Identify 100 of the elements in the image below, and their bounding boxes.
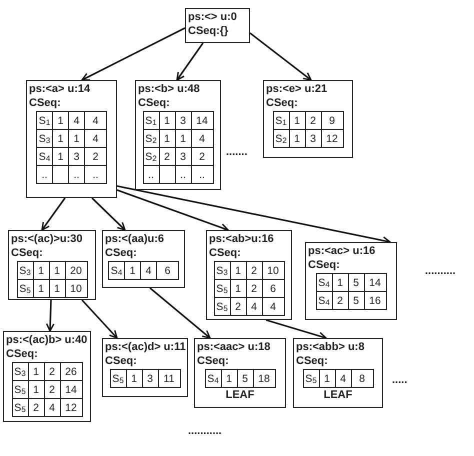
table-cell: 1 [49,262,65,280]
table-cell: 14 [60,380,82,398]
table-cell: 4 [191,130,213,148]
arrow [266,319,327,340]
table-cell: S$_{2}$ [143,130,159,148]
arrow [91,197,126,231]
table-cell: 2 [246,280,262,298]
table-cell: 1 [52,130,68,148]
table-cell: 1 [28,362,44,380]
cseq-label: CSeq: [308,258,341,272]
table-cell: 3 [68,148,84,166]
table-cell: 14 [191,112,213,130]
node-heading: ps:<a> u:14 [29,82,92,96]
arrow [41,198,66,231]
table-cell: 1 [49,280,65,298]
table-cell: S$_{4}$ [108,262,124,280]
table-cell: 2 [28,398,44,416]
cseq-label: CSeq: [296,354,329,368]
table-cell: 8 [351,370,373,388]
leaf-label: LEAF [224,388,256,402]
table-cell: S$_{1}$ [273,112,289,130]
table-cell: 26 [60,362,82,380]
node-heading: ps:<(aa)u:6 [105,232,165,246]
table-cell: S$_{5}$ [12,398,28,416]
table-cell: 1 [28,380,44,398]
table-cell: 2 [332,292,348,310]
cseq-label: CSeq: [138,96,171,110]
node-box [102,230,185,288]
node-heading: ps:<aac> u:18 [197,340,272,354]
table-cell: 1 [289,130,305,148]
table-cell: 14 [364,274,386,292]
node-heading: ps:<(ac)>u:30 [11,232,84,246]
table-cell: 1 [289,112,305,130]
table-cell: S$_{4}$ [205,370,221,388]
arrow [46,300,55,332]
table-cell: 10 [65,280,87,298]
table-cell: S$_{4}$ [36,148,52,166]
table-cell: 6 [262,280,284,298]
table-cell: S$_{5}$ [214,298,230,316]
node-box [3,331,91,422]
cseq-label: CSeq: [105,246,138,260]
table-cell: 2 [230,298,246,316]
ellipsis-dots: .......... [425,265,456,277]
node-box [263,80,353,158]
table-cell: 1 [175,130,191,148]
table-cell: 1 [159,130,175,148]
table-cell: 4 [84,130,106,148]
node-box [206,230,292,320]
ellipsis-dots: ........... [188,425,222,437]
node-heading: ps:<> u:0 [188,10,238,24]
arrow [176,42,204,81]
node-heading: ps:<ab>u:16 [209,232,275,246]
table-cell: S$_{3}$ [17,262,33,280]
table-cell: 3 [142,370,158,388]
table-cell: S$_{3}$ [36,130,52,148]
cseq-label: CSeq: [197,354,230,368]
table-cell: 2 [159,148,175,166]
table-cell: 4 [84,112,106,130]
table-cell: 4 [68,112,84,130]
table-cell: 6 [156,262,178,280]
node-box [185,8,250,43]
table-cell: 1 [230,262,246,280]
table-cell: 1 [159,112,175,130]
cseq-label: CSeq: [29,96,62,110]
node-heading: ps:<e> u:21 [266,82,328,96]
table-cell: .. [143,166,159,184]
table-cell: S$_{5}$ [12,380,28,398]
table-cell: 4 [335,370,351,388]
table-cell: 2 [305,112,321,130]
table-cell: S$_{4}$ [316,292,332,310]
ellipsis-dots: ..... [392,374,408,386]
table-cell: 1 [230,280,246,298]
arrow [81,27,186,81]
cseq-label: CSeq: [11,246,44,260]
table-cell: S$_{5}$ [303,370,319,388]
table-cell: 5 [348,274,364,292]
table-cell: 3 [175,148,191,166]
table-cell: 1 [33,262,49,280]
table-cell: 1 [221,370,237,388]
table-cell: 1 [33,280,49,298]
table-cell: S$_{5}$ [214,280,230,298]
arrow [149,287,211,339]
node-heading: ps:<b> u:48 [138,82,201,96]
table-cell: S$_{2}$ [143,148,159,166]
table-cell: S$_{2}$ [273,130,289,148]
table-cell: 2 [44,362,60,380]
table-cell: .. [175,166,191,184]
arrow [250,32,312,81]
node-heading: ps:<abb> u:8 [296,340,366,354]
table-cell: 2 [44,380,60,398]
table-cell: 1 [52,148,68,166]
node-box [293,338,383,408]
cseq-label: CSeq: [6,347,39,361]
table-cell: S$_{5}$ [17,280,33,298]
table-cell: .. [36,166,52,184]
table-cell: 1 [52,112,68,130]
table-cell: S$_{5}$ [110,370,126,388]
table-cell: 5 [237,370,253,388]
ellipsis-dots: ....... [226,146,248,158]
cseq-label: CSeq: [209,246,242,260]
